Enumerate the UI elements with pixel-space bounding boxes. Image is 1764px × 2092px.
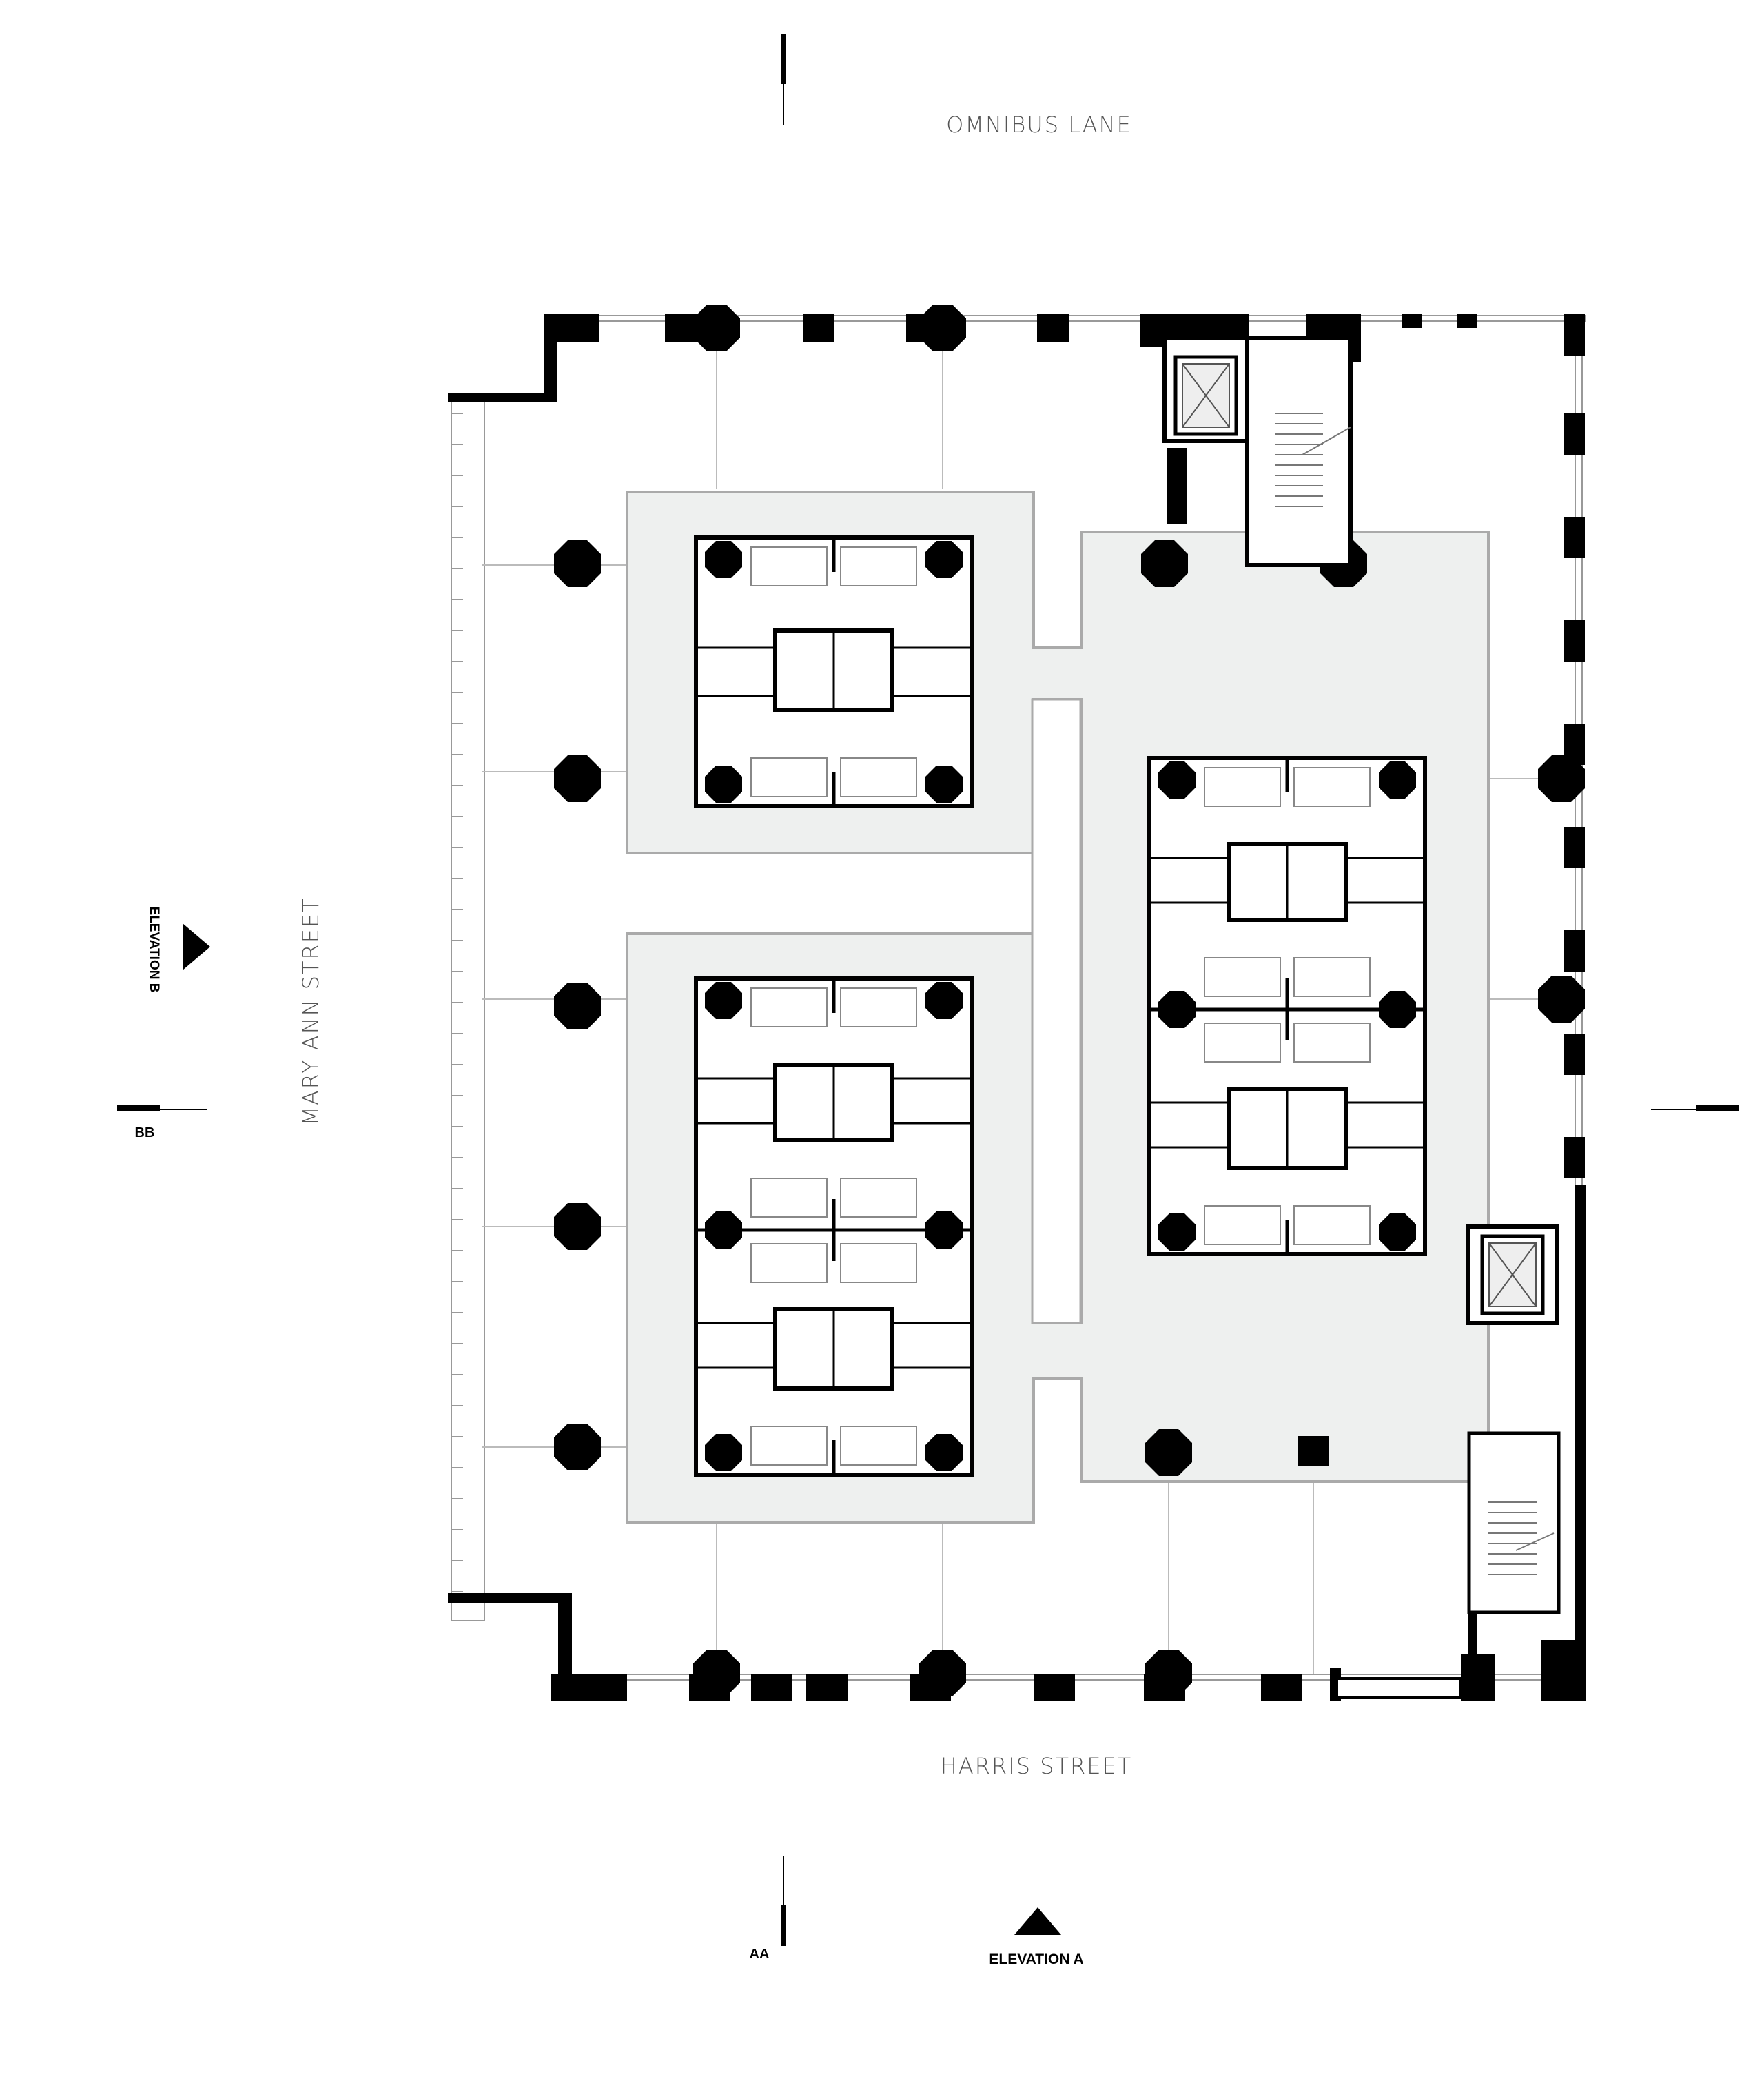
stair-icon xyxy=(1488,1501,1555,1575)
column xyxy=(919,1650,966,1696)
section-aa-marker xyxy=(781,34,786,1946)
section-aa-label: AA xyxy=(750,1947,770,1962)
street-label-north: OMNIBUS LANE xyxy=(946,112,1132,138)
elevation-b-label: ELEVATION B xyxy=(147,907,161,993)
column xyxy=(1538,976,1585,1023)
triangle-icon xyxy=(183,923,210,970)
west-facade-ticks xyxy=(451,413,463,1592)
column xyxy=(554,983,601,1029)
pod-north-west xyxy=(694,535,974,808)
street-label-west: MARY ANN STREET xyxy=(298,897,324,1125)
column xyxy=(554,1424,601,1470)
column xyxy=(554,755,601,802)
column xyxy=(1298,1436,1329,1466)
triangle-icon xyxy=(1014,1907,1061,1935)
column xyxy=(554,540,601,587)
building-walls xyxy=(448,314,1586,1701)
section-bb-label: BB xyxy=(135,1125,155,1140)
columns xyxy=(554,305,1585,1696)
south-core xyxy=(1335,1224,1561,1699)
section-bb-marker xyxy=(117,1105,1739,1111)
column xyxy=(693,1650,740,1696)
pod-east xyxy=(1147,756,1427,1256)
pod-south-west xyxy=(694,976,974,1477)
lift-icon xyxy=(1482,1236,1543,1313)
column xyxy=(1145,1429,1192,1476)
street-label-south: HARRIS STREET xyxy=(941,1753,1132,1779)
stair-icon xyxy=(1275,413,1351,507)
column xyxy=(919,305,966,351)
column xyxy=(1145,1650,1192,1696)
column xyxy=(554,1203,601,1250)
elevation-a-label: ELEVATION A xyxy=(989,1951,1083,1967)
column xyxy=(1538,755,1585,802)
column xyxy=(693,305,740,351)
lift-icon xyxy=(1176,357,1236,434)
column xyxy=(1141,540,1188,587)
north-core xyxy=(1162,336,1353,567)
